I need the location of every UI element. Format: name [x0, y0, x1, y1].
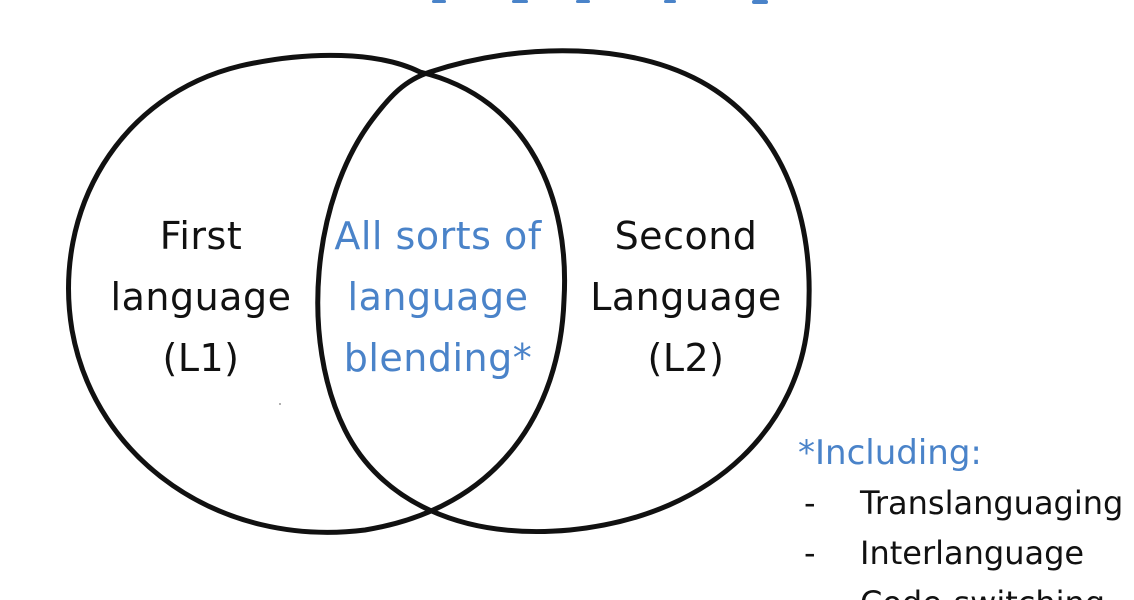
footnote-item-code-switching: - Code-switching: [798, 578, 1105, 600]
bullet-dash: -: [804, 484, 816, 522]
footnote-heading: *Including:: [798, 433, 982, 473]
second-language-line-1: Second: [614, 214, 758, 258]
first-language-label: First language (L1): [92, 206, 310, 389]
right-circle-second-language: [315, 48, 812, 534]
footnote-list: - Translanguaging - Interlanguage - Code…: [798, 478, 1123, 600]
first-language-line-1: First: [159, 214, 243, 258]
second-language-line-3: (L2): [647, 336, 725, 380]
first-language-line-2: language: [110, 275, 292, 319]
language-blending-line-2: language: [347, 275, 529, 319]
footnote-item-text: Translanguaging: [860, 484, 1124, 522]
language-blending-line-3: blending*: [343, 336, 533, 380]
footnote-item-text: Code-switching: [860, 578, 1105, 600]
left-circle-first-language: [66, 52, 568, 535]
footnote: *Including: - Translanguaging - Interlan…: [798, 428, 1123, 600]
second-language-line-2: Language: [590, 275, 782, 319]
bullet-dash: -: [804, 578, 816, 600]
first-language-line-3: (L1): [162, 336, 240, 380]
footnote-item-translanguaging: - Translanguaging: [798, 478, 1123, 528]
language-blending-line-1: All sorts of: [334, 214, 542, 258]
bullet-dash: -: [804, 534, 816, 572]
speck-dot: [279, 403, 281, 405]
language-blending-label: All sorts of language blending*: [318, 206, 558, 389]
cut-off-title-strokes: [432, 0, 768, 4]
second-language-label: Second Language (L2): [572, 206, 800, 389]
footnote-item-text: Interlanguage: [860, 534, 1085, 572]
footnote-item-interlanguage: - Interlanguage: [798, 528, 1084, 578]
